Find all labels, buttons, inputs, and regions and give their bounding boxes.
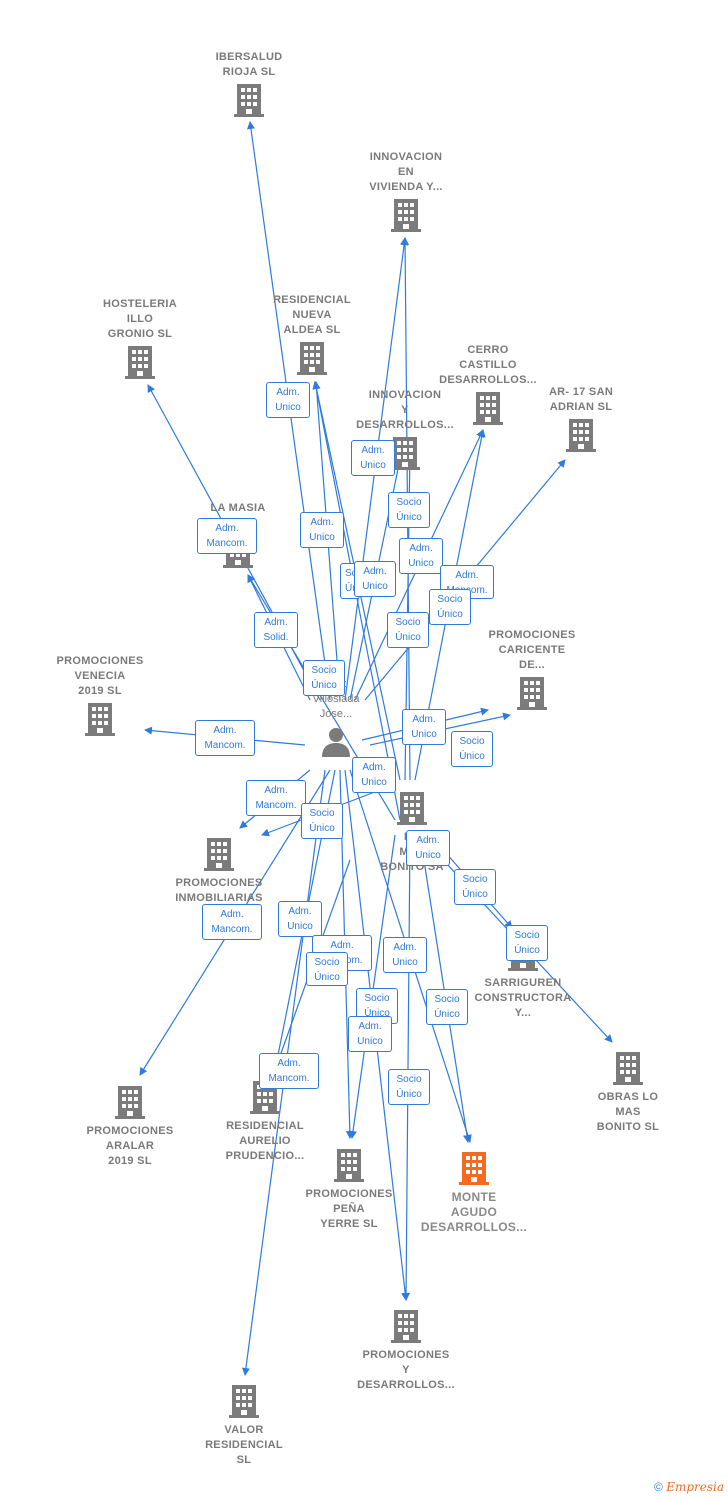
person-node[interactable]: ...ez Villoslada Jose... bbox=[271, 677, 401, 758]
building-icon bbox=[391, 1310, 421, 1343]
relation-badge[interactable]: Adm. Unico bbox=[406, 830, 450, 866]
building-icon bbox=[459, 1152, 489, 1185]
company-node-promociones-aralar[interactable]: PROMOCIONES ARALAR 2019 SL bbox=[65, 1084, 195, 1169]
relation-badge[interactable]: Socio Único bbox=[454, 869, 496, 905]
building-icon bbox=[115, 1086, 145, 1119]
relation-badge[interactable]: Socio Único bbox=[387, 612, 429, 648]
building-icon bbox=[391, 199, 421, 232]
company-label: PROMOCIONES PEÑA YERRE SL bbox=[305, 1188, 393, 1230]
relation-badge[interactable]: Socio Único bbox=[388, 492, 430, 528]
company-label: PROMOCIONES CARICENTE DE... bbox=[488, 629, 576, 671]
building-icon bbox=[229, 1385, 259, 1418]
relation-badge[interactable]: Socio Único bbox=[388, 1069, 430, 1105]
company-label: PROMOCIONES VENECIA 2019 SL bbox=[56, 655, 144, 697]
relation-badge[interactable]: Adm. Unico bbox=[278, 901, 322, 937]
company-label: VALOR RESIDENCIAL SL bbox=[205, 1424, 283, 1466]
relation-edge bbox=[312, 381, 401, 821]
company-label: RESIDENCIAL NUEVA ALDEA SL bbox=[273, 294, 351, 336]
relation-badge[interactable]: Adm. Unico bbox=[266, 382, 310, 418]
company-node-ibersalud[interactable]: IBERSALUD RIOJA SL bbox=[184, 50, 314, 118]
company-label: IBERSALUD RIOJA SL bbox=[215, 51, 283, 78]
company-label: AR- 17 SAN ADRIAN SL bbox=[548, 386, 614, 413]
relation-badge[interactable]: Socio Único bbox=[451, 731, 493, 767]
relation-badge[interactable]: Adm. Unico bbox=[352, 757, 396, 793]
building-icon bbox=[85, 703, 115, 736]
footer-brand: © Empresia bbox=[654, 1480, 724, 1494]
company-node-promociones-desarrollos[interactable]: PROMOCIONES Y DESARROLLOS... bbox=[341, 1308, 471, 1393]
company-label: INNOVACION Y DESARROLLOS... bbox=[356, 389, 454, 431]
company-label: OBRAS LO MAS BONITO SL bbox=[596, 1091, 660, 1133]
company-node-cerro-castillo[interactable]: CERRO CASTILLO DESARROLLOS... bbox=[423, 343, 553, 426]
company-label: INNOVACION EN VIVIENDA Y... bbox=[369, 151, 443, 193]
relation-edge bbox=[402, 834, 411, 1301]
company-label: MONTE AGUDO DESARROLLOS... bbox=[420, 1190, 528, 1234]
relation-badge[interactable]: Adm. Unico bbox=[351, 440, 395, 476]
building-icon bbox=[397, 792, 427, 825]
relation-badge[interactable]: Adm. Mancom. bbox=[197, 518, 257, 554]
copyright-symbol: © bbox=[654, 1480, 663, 1494]
relation-badge[interactable]: Adm. Mancom. bbox=[195, 720, 255, 756]
company-label: CERRO CASTILLO DESARROLLOS... bbox=[439, 344, 537, 386]
relation-badge[interactable]: Adm. Unico bbox=[402, 709, 446, 745]
company-label: RESIDENCIAL AURELIO PRUDENCIO... bbox=[225, 1120, 305, 1162]
relation-badge[interactable]: Adm. Unico bbox=[348, 1016, 392, 1052]
relation-badge[interactable]: Adm. Unico bbox=[383, 937, 427, 973]
company-node-residencial-nueva[interactable]: RESIDENCIAL NUEVA ALDEA SL bbox=[247, 293, 377, 376]
building-icon bbox=[234, 84, 264, 117]
brand-logo: Empresia bbox=[666, 1480, 724, 1494]
company-label: HOSTELERIA ILLO GRONIO SL bbox=[103, 298, 177, 340]
relation-badge[interactable]: Adm. Unico bbox=[300, 512, 344, 548]
relation-badge[interactable]: Socio Único bbox=[301, 803, 343, 839]
person-icon bbox=[322, 728, 350, 757]
building-icon bbox=[204, 838, 234, 871]
building-icon bbox=[613, 1052, 643, 1085]
company-node-promociones-caricente[interactable]: PROMOCIONES CARICENTE DE... bbox=[467, 628, 597, 711]
relation-badge[interactable]: Socio Único bbox=[306, 952, 348, 986]
company-node-obras-lo-mas[interactable]: OBRAS LO MAS BONITO SL bbox=[563, 1050, 693, 1135]
company-node-hosteleria[interactable]: HOSTELERIA ILLO GRONIO SL bbox=[75, 297, 205, 380]
company-node-residencial-aurelio[interactable]: RESIDENCIAL AURELIO PRUDENCIO... bbox=[200, 1079, 330, 1164]
relation-badge[interactable]: Socio Único bbox=[506, 925, 548, 961]
relation-edge bbox=[349, 834, 396, 1139]
relation-badge[interactable]: Adm. Solid. bbox=[254, 612, 298, 648]
company-node-monte-agudo[interactable]: MONTE AGUDO DESARROLLOS... bbox=[409, 1150, 539, 1235]
company-node-promociones-venecia[interactable]: PROMOCIONES VENECIA 2019 SL bbox=[35, 654, 165, 737]
company-node-innovacion-vivienda[interactable]: INNOVACION EN VIVIENDA Y... bbox=[341, 150, 471, 233]
building-icon bbox=[473, 392, 503, 425]
company-label: PROMOCIONES ARALAR 2019 SL bbox=[86, 1125, 174, 1167]
building-icon bbox=[125, 346, 155, 379]
relation-badge[interactable]: Adm. Unico bbox=[399, 538, 443, 574]
relation-badge[interactable]: Socio Único bbox=[426, 989, 468, 1025]
company-node-valor-residencial[interactable]: VALOR RESIDENCIAL SL bbox=[179, 1383, 309, 1468]
relation-badge[interactable]: Adm. Mancom. bbox=[259, 1053, 319, 1089]
company-node-sarriguren[interactable]: SARRIGUREN CONSTRUCTORA Y... bbox=[458, 936, 588, 1021]
company-node-innovacion-desarrollos[interactable]: INNOVACION Y DESARROLLOS... bbox=[340, 388, 470, 471]
building-icon bbox=[334, 1149, 364, 1182]
relation-badge[interactable]: Socio Único bbox=[303, 660, 345, 696]
relation-edge bbox=[419, 834, 471, 1143]
relation-badge[interactable]: Socio Único bbox=[429, 589, 471, 625]
company-node-promociones-pena[interactable]: PROMOCIONES PEÑA YERRE SL bbox=[284, 1147, 414, 1232]
relation-badge[interactable]: Adm. Mancom. bbox=[202, 904, 262, 940]
building-icon bbox=[566, 419, 596, 452]
relation-badge[interactable]: Adm. Mancom. bbox=[246, 780, 306, 816]
company-node-ar17[interactable]: AR- 17 SAN ADRIAN SL bbox=[516, 385, 646, 453]
building-icon bbox=[297, 342, 327, 375]
relation-badge[interactable]: Adm. Unico bbox=[354, 561, 396, 597]
building-icon bbox=[517, 677, 547, 710]
company-label: PROMOCIONES Y DESARROLLOS... bbox=[357, 1349, 455, 1391]
company-label: SARRIGUREN CONSTRUCTORA Y... bbox=[474, 977, 572, 1019]
